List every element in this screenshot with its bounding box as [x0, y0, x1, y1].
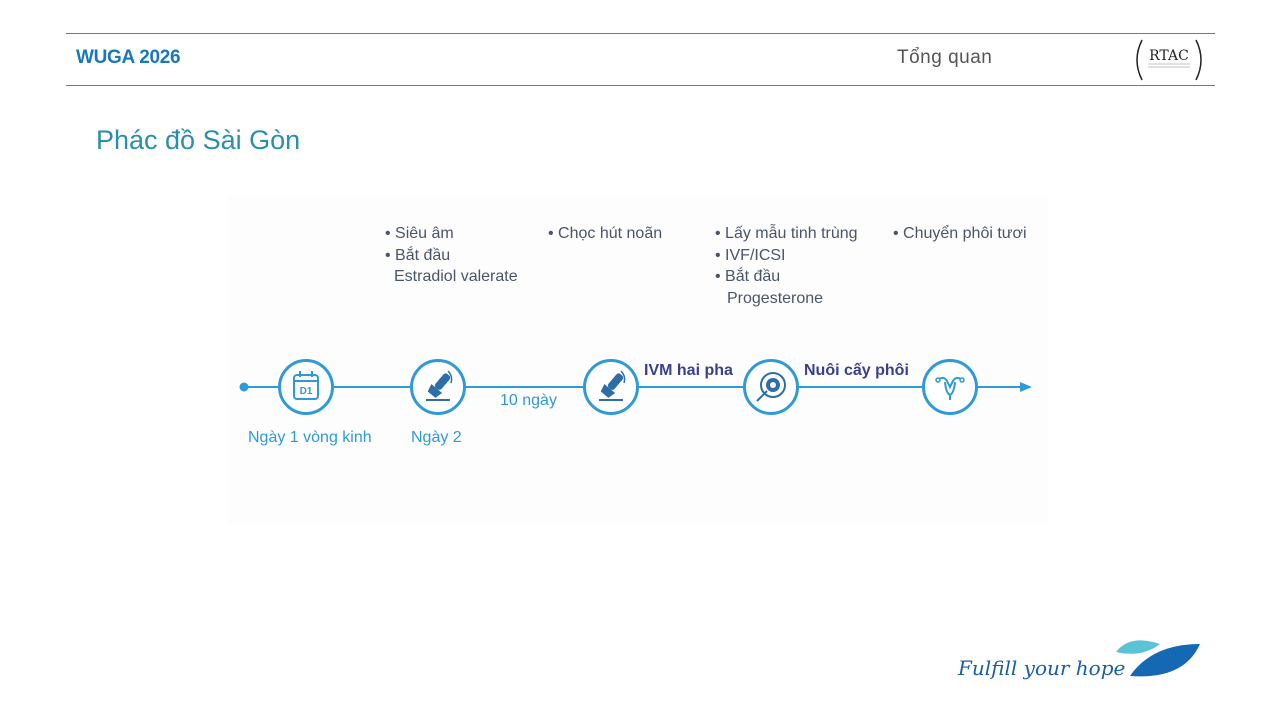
calendar-icon: D1 [293, 371, 319, 400]
footer-tagline: Fulfill your hope [958, 656, 1126, 680]
ultrasound-probe-icon [599, 370, 626, 401]
note-fertilization: • Lấy mẫu tinh trùng • IVF/ICSI • Bắt đầ… [715, 225, 858, 307]
ultrasound-probe-icon [426, 370, 453, 401]
node-transfer [922, 359, 978, 415]
node-day2 [410, 359, 466, 415]
node-day1: D1 [278, 359, 334, 415]
leaf-logo-icon [1116, 640, 1200, 677]
header-top-rule [66, 33, 1215, 34]
label-day2: Ngày 2 [411, 429, 462, 446]
label-day1: Ngày 1 vòng kinh [248, 429, 372, 446]
note-transfer: • Chuyển phôi tươi [893, 225, 1027, 242]
protocol-timeline: • Siêu âm • Bắt đầu Estradiol valerate •… [228, 195, 1048, 525]
oocyte-icon [756, 372, 786, 402]
header-bottom-rule [66, 85, 1215, 86]
phase-embryo-culture: Nuôi cấy phôi [804, 362, 909, 379]
node-fertilization [743, 359, 799, 415]
slide-title: Phác đồ Sài Gòn [96, 125, 301, 155]
brand-title: WUGA 2026 [76, 47, 181, 68]
section-name: Tổng quan [897, 47, 993, 68]
phase-ivm: IVM hai pha [644, 362, 733, 379]
logo-text: RTAC [1149, 48, 1189, 64]
label-gap-duration: 10 ngày [500, 392, 557, 409]
rtac-logo: RTAC [1136, 39, 1202, 81]
note-oocyte-retrieval: • Chọc hút noãn [548, 225, 663, 242]
note-day2: • Siêu âm • Bắt đầu Estradiol valerate [385, 225, 518, 286]
uterus-icon [935, 376, 965, 400]
node-oocyte-retrieval [583, 359, 639, 415]
svg-text:D1: D1 [300, 386, 313, 397]
